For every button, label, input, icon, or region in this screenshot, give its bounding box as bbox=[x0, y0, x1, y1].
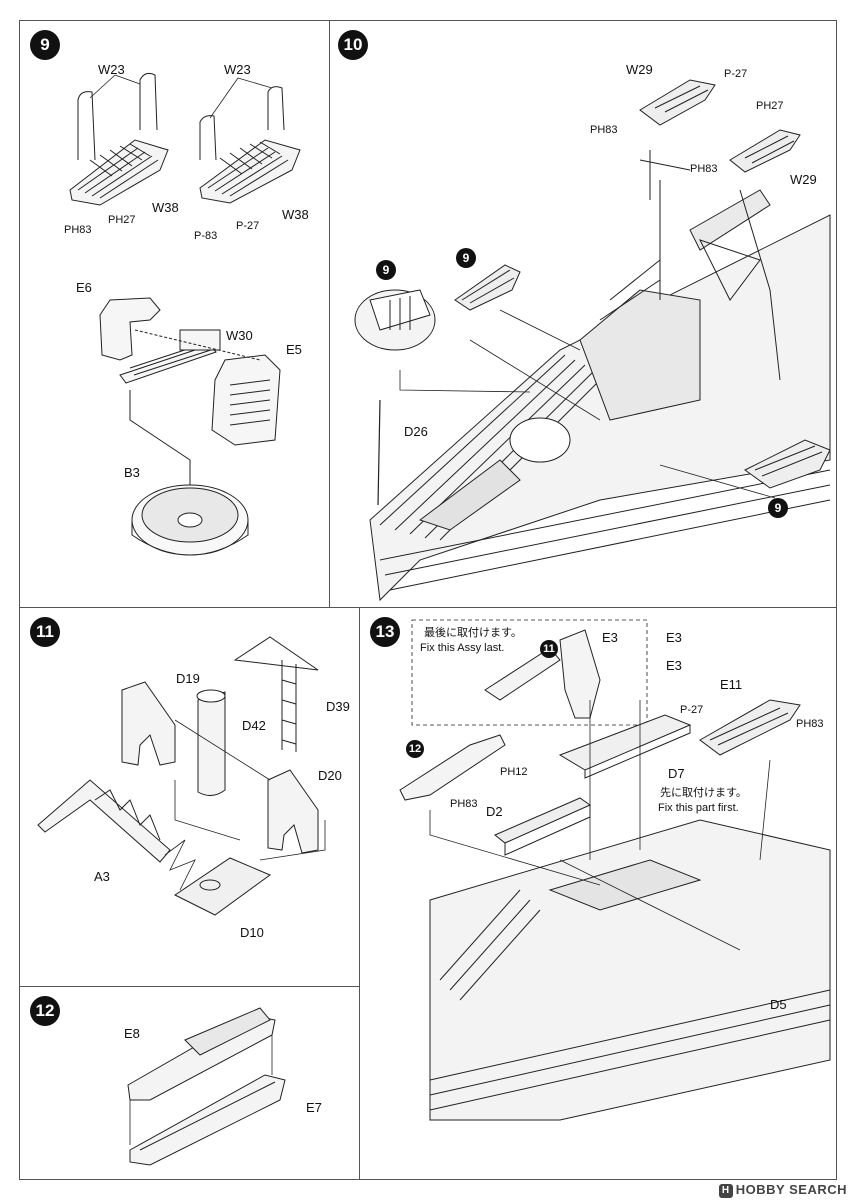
step-number-10: 10 bbox=[338, 30, 368, 60]
step-number-13: 13 bbox=[370, 617, 400, 647]
part-label-e3: E3 bbox=[602, 630, 618, 645]
step-reference-11: 11 bbox=[540, 640, 558, 658]
crane-subassembly-drawing bbox=[484, 629, 601, 719]
note-fix-last-en: Fix this Assy last. bbox=[420, 642, 505, 654]
step-number-11: 11 bbox=[30, 617, 60, 647]
step-reference-9: 9 bbox=[456, 248, 476, 268]
crane-jib-drawing bbox=[37, 779, 171, 863]
lifeboat-drawing-right-side bbox=[744, 439, 831, 489]
part-label-ph83: PH83 bbox=[690, 163, 718, 175]
davit-subassembly-ref-left bbox=[354, 289, 436, 351]
part-label-p27: P-27 bbox=[236, 220, 260, 232]
cylinder-drawing bbox=[196, 689, 226, 796]
part-label-ph83: PH83 bbox=[450, 798, 478, 810]
step-number-12: 12 bbox=[30, 996, 60, 1026]
deck-plate-drawing bbox=[558, 714, 692, 779]
part-label-e8: E8 bbox=[124, 1026, 140, 1041]
part-label-e3: E3 bbox=[666, 630, 682, 645]
lifeboat-drawing-right bbox=[199, 86, 301, 204]
launch-boat-drawing bbox=[399, 734, 506, 801]
turntable-base-drawing bbox=[131, 484, 249, 556]
part-label-e11: E11 bbox=[720, 677, 743, 692]
part-label-w23: W23 bbox=[98, 62, 125, 77]
part-label-d5: D5 bbox=[770, 997, 787, 1012]
note-fix-last-jp: 最後に取付けます。 bbox=[424, 627, 522, 639]
crane-frame-drawing-left bbox=[121, 681, 176, 766]
part-label-d42: D42 bbox=[242, 718, 266, 733]
dashed-subassembly-box bbox=[411, 619, 648, 726]
part-label-b3: B3 bbox=[124, 465, 140, 480]
step-13-panel bbox=[359, 607, 837, 1180]
launch-hull-drawing bbox=[129, 1074, 286, 1166]
lifeboat-drawing-left bbox=[69, 72, 169, 206]
note-fix-first-en: Fix this part first. bbox=[658, 802, 739, 814]
part-label-e7: E7 bbox=[306, 1100, 322, 1115]
part-label-ph83: PH83 bbox=[64, 224, 92, 236]
part-label-p27: P-27 bbox=[680, 704, 704, 716]
part-label-ph83: PH83 bbox=[590, 124, 618, 136]
part-label-a3: A3 bbox=[94, 869, 110, 884]
step-reference-9: 9 bbox=[768, 498, 788, 518]
part-label-d19: D19 bbox=[176, 671, 200, 686]
part-label-w23: W23 bbox=[224, 62, 251, 77]
part-label-e6: E6 bbox=[76, 280, 92, 295]
step-number-9: 9 bbox=[30, 30, 60, 60]
part-label-ph27: PH27 bbox=[108, 214, 136, 226]
part-label-ph27: PH27 bbox=[756, 100, 784, 112]
part-label-w38: W38 bbox=[282, 207, 309, 222]
crane-frame-drawing-right bbox=[267, 769, 319, 854]
part-label-e3: E3 bbox=[666, 658, 682, 673]
part-label-p83: P-83 bbox=[194, 230, 218, 242]
ladder-drawing bbox=[233, 636, 319, 752]
note-fix-first-jp: 先に取付けます。 bbox=[660, 787, 747, 799]
lifeboat-drawing-top-2 bbox=[729, 129, 801, 173]
part-label-ph83: PH83 bbox=[796, 718, 824, 730]
part-label-w29: W29 bbox=[790, 172, 817, 187]
crane-base-drawing bbox=[174, 857, 272, 916]
part-label-d10: D10 bbox=[240, 925, 264, 940]
part-label-d20: D20 bbox=[318, 768, 342, 783]
hobby-search-logo-icon: H bbox=[718, 1184, 733, 1198]
step-reference-12: 12 bbox=[406, 740, 424, 758]
davit-assembly-drawing bbox=[99, 297, 281, 485]
part-label-d39: D39 bbox=[326, 699, 350, 714]
part-label-p27: P-27 bbox=[724, 68, 748, 80]
bulkhead-strip-drawing bbox=[494, 797, 592, 856]
part-label-d2: D2 bbox=[486, 804, 503, 819]
part-label-w29: W29 bbox=[626, 62, 653, 77]
part-label-w30: W30 bbox=[226, 328, 253, 343]
part-label-d26: D26 bbox=[404, 424, 428, 439]
part-label-d7: D7 bbox=[668, 766, 685, 781]
part-label-w38: W38 bbox=[152, 200, 179, 215]
step-reference-9: 9 bbox=[376, 260, 396, 280]
lifeboat-drawing-top-1 bbox=[639, 79, 716, 126]
lifeboat-drawing-e11 bbox=[699, 699, 801, 756]
ship-hull-drawing bbox=[369, 150, 831, 602]
part-label-ph12: PH12 bbox=[500, 766, 528, 778]
hull-section-drawing bbox=[429, 819, 831, 1121]
watermark-text: HOBBY SEARCH bbox=[735, 1182, 847, 1198]
lifeboat-ref-drawing bbox=[454, 264, 521, 311]
part-label-e5: E5 bbox=[286, 342, 302, 357]
